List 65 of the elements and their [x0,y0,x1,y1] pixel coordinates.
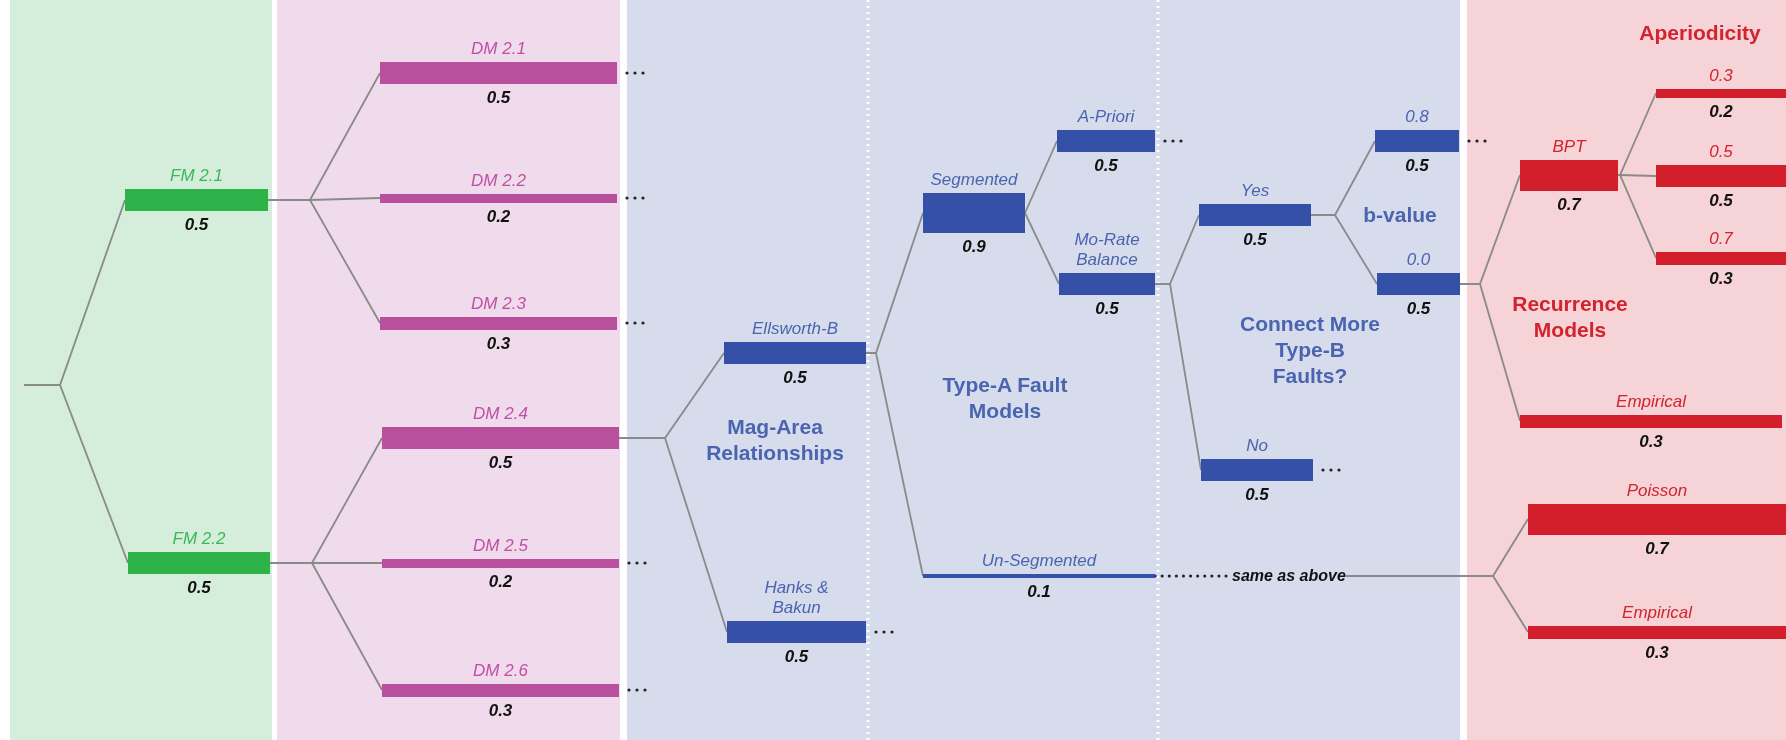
weight-value: 0.3 [1639,431,1663,452]
branch-name: Hanks & Bakun [763,578,830,618]
branch-name: 0.5 [1709,142,1733,162]
weight-value: 0.5 [187,578,211,598]
branch-name: Segmented [930,170,1018,190]
branch-name: A-Priori [1077,107,1135,127]
branch-name: DM 2.2 [471,170,526,191]
branch-name: 0.0 [1406,250,1431,270]
branch-name: Empirical [1616,391,1686,412]
weight-value: 0.5 [1094,156,1118,176]
branch-line [1024,140,1058,214]
column-heading: Aperiodicity [1638,20,1762,46]
branch-name: Ellsworth-B [752,319,838,339]
weight-value: 0.3 [488,700,513,721]
weight-value: 0.9 [962,237,986,257]
branch-line [1024,212,1060,285]
weight-value: 0.5 [488,453,513,473]
branch-name: DM 2.1 [471,39,526,59]
weight-value: 0.5 [784,647,809,667]
branch-name: Yes [1240,181,1270,201]
branch-name: Empirical [1622,602,1692,623]
weight-value: 0.7 [1557,194,1581,215]
branch-name: Un-Segmented [981,551,1097,571]
branch-name: DM 2.4 [473,404,528,424]
branch-name: FM 2.2 [172,529,226,549]
branch-name: Poisson [1626,480,1688,501]
branch-name: FM 2.1 [170,166,223,186]
column-heading: Mag-Area Relationships [705,414,845,466]
weight-value: 0.5 [486,88,511,108]
weight-value: 0.5 [1245,485,1269,505]
branch-name: BPT [1552,136,1586,157]
branch-line [1617,174,1657,259]
branch-name: DM 2.5 [473,535,528,556]
weight-value: 0.5 [1406,299,1431,319]
weight-value: 0.7 [1645,538,1669,559]
weight-value: 0.3 [1709,268,1733,289]
weight-value: 0.5 [1405,156,1429,176]
column-heading: Recurrence Models [1511,291,1629,343]
weight-value: 0.5 [184,215,209,235]
weight-value: 0.5 [1243,230,1267,250]
branch-line [1154,283,1202,471]
note-text: same as above [1232,566,1346,586]
branch-name: Mo-Rate Balance [1073,230,1141,270]
branch-name: DM 2.6 [473,660,528,681]
weight-value: 0.3 [1645,642,1669,663]
branch-name: 0.7 [1709,228,1733,249]
weight-value: 0.1 [1027,582,1051,602]
branch-name: No [1246,436,1268,456]
branch-line [1617,92,1657,176]
column-heading: Type-A Fault Models [941,372,1069,424]
weight-value: 0.3 [486,333,511,354]
branch-name: DM 2.3 [471,293,526,314]
branch-name: 0.3 [1709,65,1733,86]
weight-value: 0.2 [1709,101,1733,122]
branch-line [1310,214,1378,285]
weight-value: 0.2 [488,571,513,592]
weight-value: 0.5 [783,368,807,388]
column-heading: b-value [1362,202,1438,228]
weight-value: 0.5 [1095,299,1119,319]
branch-line [865,352,924,577]
weight-value: 0.5 [1709,191,1733,211]
branch-name: 0.8 [1405,107,1429,127]
branch-line [23,384,129,564]
column-heading: Connect More Type-B Faults? [1239,311,1381,389]
weight-value: 0.2 [486,206,511,227]
